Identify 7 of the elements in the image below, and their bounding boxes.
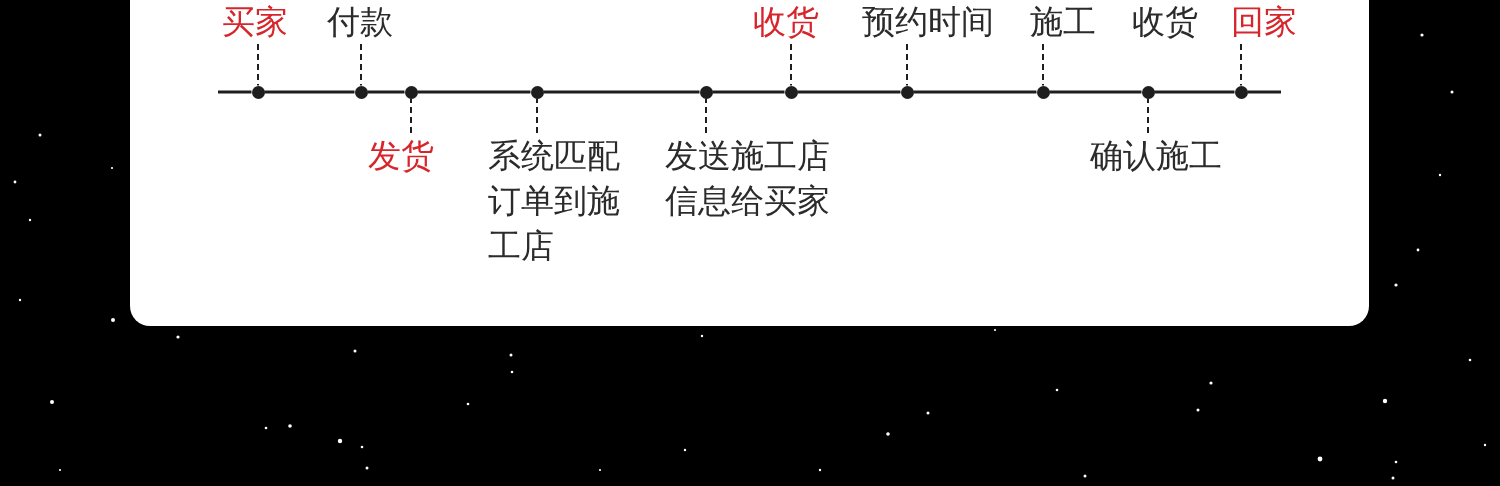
step-label: 收货 bbox=[1132, 1, 1198, 43]
step-label: 收货 bbox=[753, 0, 819, 44]
step-label: 施工 bbox=[1030, 0, 1096, 44]
step-label: 付款 bbox=[327, 0, 393, 44]
step-label: 买家 bbox=[222, 0, 288, 44]
step-label: 预约时间 bbox=[862, 0, 994, 44]
step-label: 回家 bbox=[1231, 0, 1297, 44]
